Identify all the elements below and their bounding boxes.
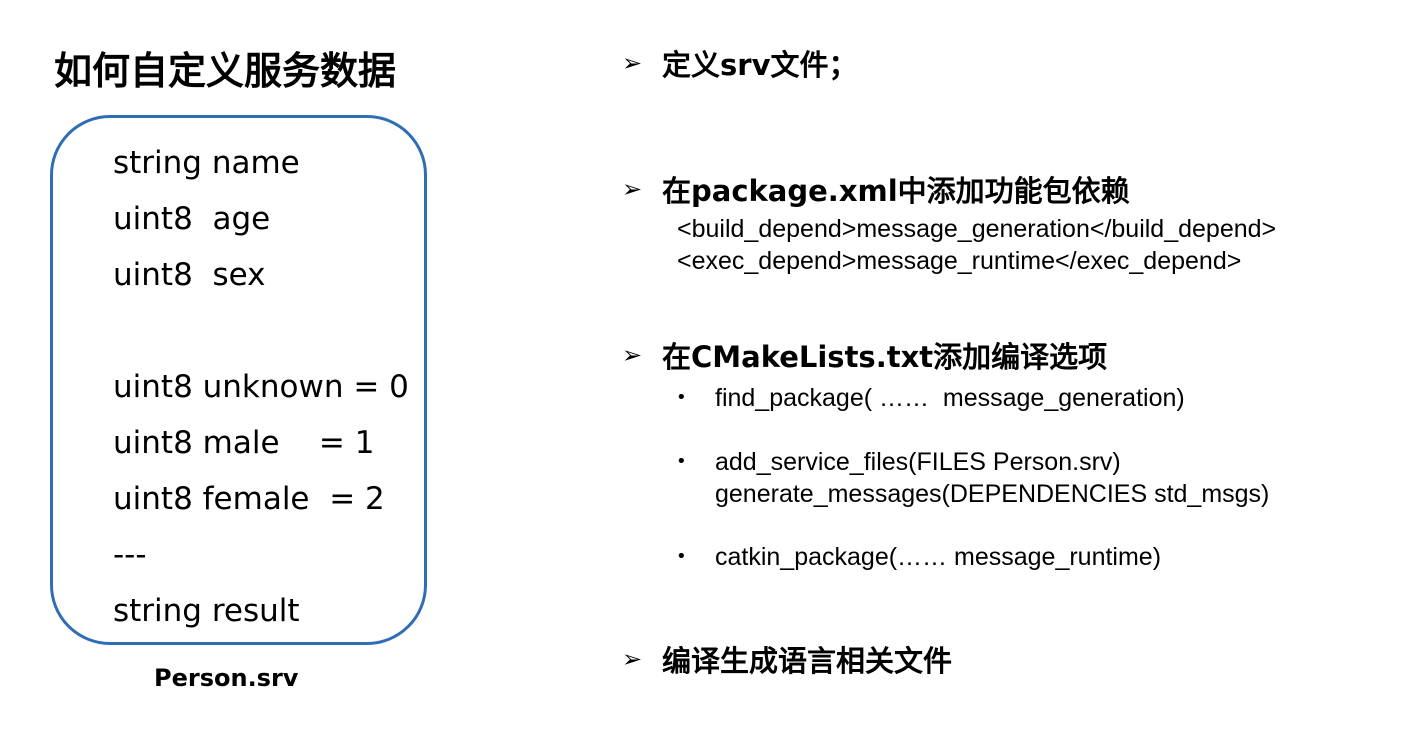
bullet-dot-icon: • (676, 546, 687, 567)
srv-line-sex: uint8 sex (113, 257, 266, 293)
bullet-add-service-files: add_service_files(FILES Person.srv) (715, 448, 1121, 476)
srv-file-caption: Person.srv (154, 664, 299, 692)
arrow-bullet-icon: ➢ (621, 645, 643, 673)
step-label: 编译生成语言相关文件 (662, 644, 953, 678)
step-cmakelists: ➢ 在CMakeLists.txt添加编译选项 (620, 334, 1107, 376)
srv-line-female: uint8 female = 2 (113, 481, 385, 517)
step-label: 定义srv文件； (662, 48, 858, 82)
bullet-dot-icon: • (676, 387, 687, 408)
code-exec-depend: <exec_depend>message_runtime</exec_depen… (677, 247, 1242, 275)
srv-line-name: string name (113, 145, 300, 181)
arrow-bullet-icon: ➢ (621, 175, 643, 203)
code-build-depend: <build_depend>message_generation</build_… (677, 215, 1277, 243)
bullet-dot-icon: • (676, 451, 687, 472)
bullet-find-package: find_package( …… message_generation) (715, 384, 1185, 412)
srv-line-male: uint8 male = 1 (113, 425, 375, 461)
page-title: 如何自定义服务数据 (54, 49, 397, 93)
step-define-srv: ➢ 定义srv文件； (620, 42, 858, 84)
step-label: 在CMakeLists.txt添加编译选项 (662, 340, 1108, 374)
srv-line-age: uint8 age (113, 201, 271, 237)
bullet-generate-messages: generate_messages(DEPENDENCIES std_msgs) (715, 480, 1270, 508)
step-package-xml: ➢ 在package.xml中添加功能包依赖 (620, 168, 1130, 210)
srv-line-result: string result (113, 593, 300, 629)
srv-separator: --- (113, 537, 147, 573)
srv-line-unknown: uint8 unknown = 0 (113, 369, 409, 405)
arrow-bullet-icon: ➢ (621, 49, 643, 77)
step-label: 在package.xml中添加功能包依赖 (662, 174, 1130, 208)
srv-definition-box (50, 115, 427, 645)
bullet-catkin-package: catkin_package(…… message_runtime) (715, 543, 1162, 571)
step-compile: ➢ 编译生成语言相关文件 (620, 638, 952, 680)
arrow-bullet-icon: ➢ (621, 341, 643, 369)
